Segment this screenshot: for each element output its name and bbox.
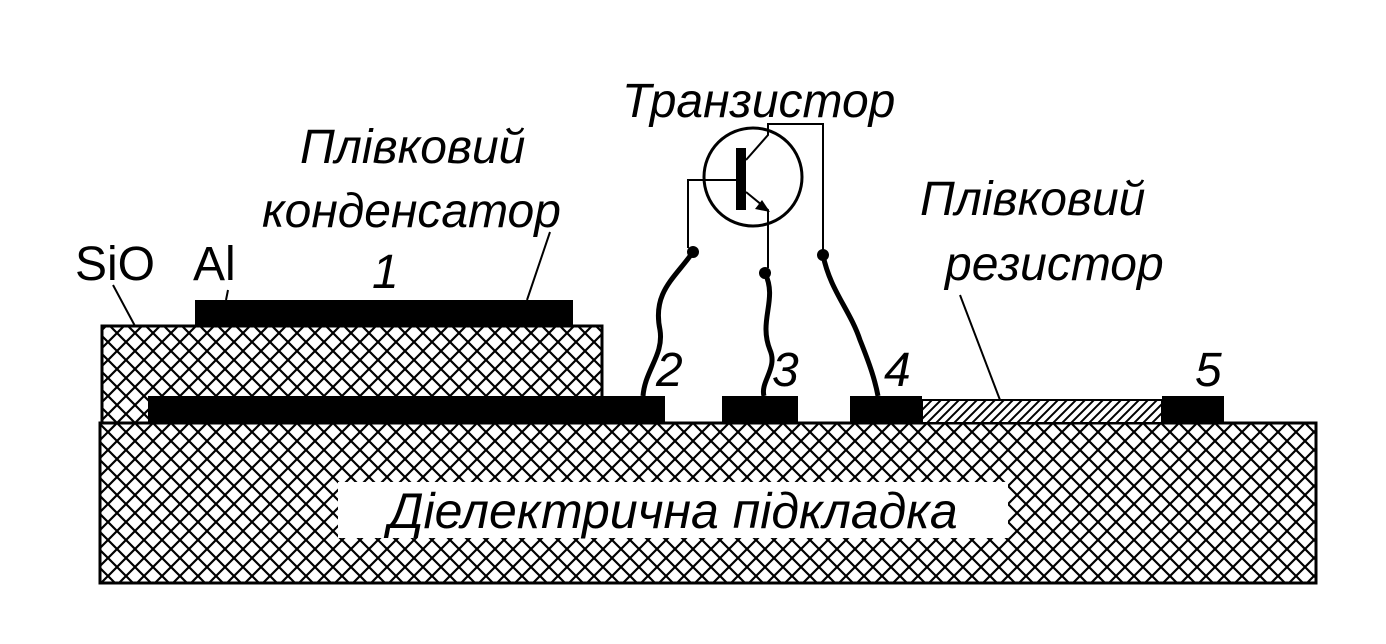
contact-pad-3 — [722, 396, 798, 423]
bond-point-3 — [759, 267, 771, 279]
number-2: 2 — [655, 344, 683, 397]
resistor-film — [921, 399, 1163, 424]
resistor-label-line1: Плівковий — [920, 173, 1145, 226]
contact-pad-5 — [1162, 396, 1224, 423]
contact-pad-4 — [850, 396, 922, 423]
bottom-electrode-conductor — [148, 396, 665, 423]
sio-label: SiO — [75, 238, 155, 291]
resistor-label-line2: резистор — [943, 238, 1164, 291]
bond-point-2 — [687, 246, 699, 258]
number-3: 3 — [772, 344, 799, 397]
transistor-base-lead — [687, 179, 736, 248]
al-leader-line — [225, 289, 229, 301]
sio-leader-line — [112, 284, 136, 327]
number-1: 1 — [372, 246, 399, 299]
substrate-label: Діелектрична підкладка — [383, 483, 957, 539]
capacitor-leader-line — [526, 231, 551, 301]
al-label: Al — [193, 238, 236, 291]
substrate-label-background — [338, 482, 1008, 538]
number-5: 5 — [1195, 344, 1222, 397]
transistor-circle — [702, 126, 804, 228]
resistor-leader-line — [959, 294, 1001, 401]
transistor-symbol — [687, 123, 824, 268]
top-al-electrode — [195, 300, 573, 326]
bond-wire-3 — [760, 271, 775, 397]
transistor-label: Транзистор — [622, 75, 895, 128]
capacitor-label-line2: конденсатор — [262, 185, 561, 238]
bond-wire-4 — [820, 254, 881, 397]
transistor-collector-lead — [745, 123, 824, 250]
number-4: 4 — [884, 344, 911, 397]
bond-wire-2 — [640, 250, 696, 397]
capacitor-label-line1: Плівковий — [300, 121, 525, 174]
transistor-emitter-arrow — [755, 200, 770, 212]
bond-point-4 — [817, 249, 829, 261]
transistor-base-bar — [736, 148, 746, 210]
